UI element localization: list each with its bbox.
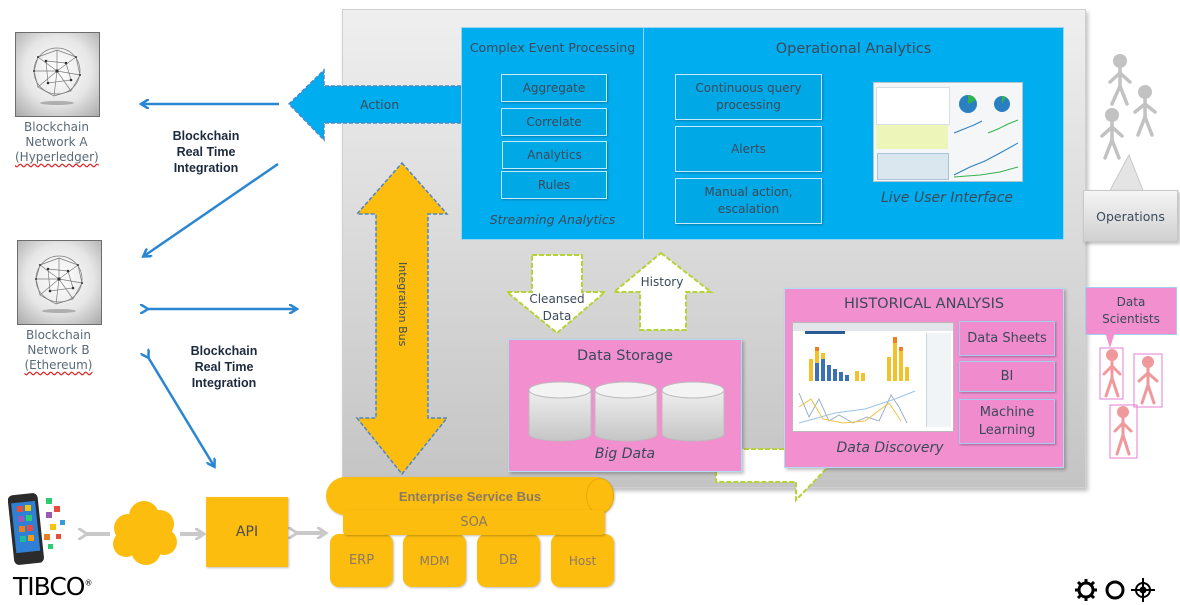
label-line: Real Time: [176, 145, 236, 159]
historical-analysis-panel: HISTORICAL ANALYSIS Data Sheets BI Machi…: [784, 288, 1064, 468]
label-line: Integration: [173, 161, 239, 175]
data-discovery-caption: Data Discovery: [836, 440, 944, 456]
database-cylinder-icon: [661, 381, 725, 442]
data-discovery-screenshot: [792, 322, 954, 432]
operations-callout: Operations: [1083, 190, 1178, 242]
brand-text: TIBCO: [13, 572, 85, 601]
label-line: Network B: [27, 343, 90, 357]
cep-item-analytics: Analytics: [502, 141, 607, 169]
blockchain-network-a-image: [15, 32, 100, 117]
label-line: Blockchain: [172, 129, 240, 143]
network-globe-icon: [33, 47, 81, 105]
cleansed-data-arrow: [504, 254, 608, 335]
ui-charts: [798, 337, 916, 424]
data-storage-panel: Data Storage Big Data: [508, 339, 742, 472]
label-line: Blockchain: [24, 120, 89, 134]
cep-footer: Streaming Analytics: [489, 212, 616, 227]
mobile-phone-icon: [8, 493, 65, 565]
live-ui-screenshot: [873, 82, 1023, 182]
data-scientists-callout: Data Scientists: [1085, 287, 1177, 335]
ui-notes-pane: [876, 125, 948, 149]
label-line: Network A: [25, 135, 88, 149]
big-data-caption: Big Data: [594, 446, 656, 462]
op-item-manual-action: Manual action, escalation: [675, 178, 822, 224]
soa-bar: SOA: [343, 510, 605, 535]
ui-toolbar: [793, 323, 953, 331]
historical-item-machine-learning: Machine Learning: [959, 399, 1055, 444]
network-globe-icon: [35, 255, 83, 313]
data-storage-title: Data Storage: [577, 348, 673, 364]
bottom-right-icons: [1075, 578, 1155, 602]
database-cylinder-icon: [594, 381, 658, 442]
arrow-network-b-api: [148, 357, 214, 466]
op-item-continuous-query: Continuous query processing: [675, 74, 822, 120]
arrow-a-to-b: [144, 162, 279, 256]
operational-analytics-panel: Operational Analytics Continuous query p…: [643, 27, 1064, 240]
ui-detail-pane: [877, 153, 949, 180]
api-box: API: [206, 497, 288, 567]
cloud-icon: [113, 501, 177, 565]
cep-title: Complex Event Processing: [469, 40, 636, 55]
label-line: Blockchain: [190, 344, 258, 358]
cep-item-rules: Rules: [501, 171, 607, 199]
target-icon: [1131, 578, 1155, 602]
historical-item-bi: BI: [959, 361, 1055, 392]
label-line: (Hyperledger): [15, 150, 99, 164]
esb-bar: [326, 477, 614, 515]
database-cylinder-icon: [528, 381, 592, 442]
tibco-logo: TIBCO®: [13, 572, 93, 601]
history-label: History: [640, 275, 684, 289]
cep-item-aggregate: Aggregate: [501, 74, 607, 102]
data-scientists-people-icon: [1099, 332, 1163, 459]
ui-charts: [953, 95, 1019, 178]
action-arrow: [287, 68, 462, 142]
operational-title: Operational Analytics: [775, 41, 932, 57]
label-line: Real Time: [194, 360, 254, 374]
ui-table: [876, 87, 950, 125]
ui-tab-active: [805, 331, 845, 334]
circle-icon: [1105, 580, 1125, 600]
ui-filter-pane: [926, 333, 951, 427]
label-line: Integration: [191, 376, 257, 390]
gear-icon: [1075, 579, 1097, 601]
blockchain-network-b: Blockchain Network B (Ethereum): [17, 240, 102, 373]
blockchain-network-a: Blockchain Network A (Hyperledger): [15, 32, 100, 165]
action-label: Action: [360, 97, 400, 112]
blockchain-network-a-label: Blockchain Network A (Hyperledger): [15, 120, 99, 165]
operations-people-icon: [1100, 54, 1157, 160]
integration-label-top: Blockchain Real Time Integration: [160, 128, 252, 176]
historical-item-data-sheets: Data Sheets: [959, 321, 1055, 356]
system-db: DB: [477, 534, 540, 587]
live-ui-caption: Live User Interface: [880, 190, 1014, 206]
system-erp: ERP: [330, 534, 393, 587]
integration-label-bottom: Blockchain Real Time Integration: [178, 343, 270, 391]
esb-title: Enterprise Service Bus: [398, 489, 542, 504]
complex-event-processing-panel: Complex Event Processing Aggregate Corre…: [461, 27, 644, 240]
blockchain-network-b-image: [17, 240, 102, 325]
historical-title: HISTORICAL ANALYSIS: [843, 296, 1005, 312]
history-arrow: [611, 251, 714, 331]
cleansed-data-label: Cleansed Data: [529, 292, 585, 323]
integration-bus-arrow: [355, 161, 449, 476]
label-line: Blockchain: [26, 328, 91, 342]
system-host: Host: [551, 534, 614, 587]
blockchain-network-b-label: Blockchain Network B (Ethereum): [17, 328, 100, 373]
cep-item-correlate: Correlate: [501, 108, 607, 136]
system-mdm: MDM: [403, 534, 466, 587]
op-item-alerts: Alerts: [675, 126, 822, 172]
label-line: (Ethereum): [24, 358, 93, 372]
integration-bus-label: Integration Bus: [396, 262, 409, 347]
